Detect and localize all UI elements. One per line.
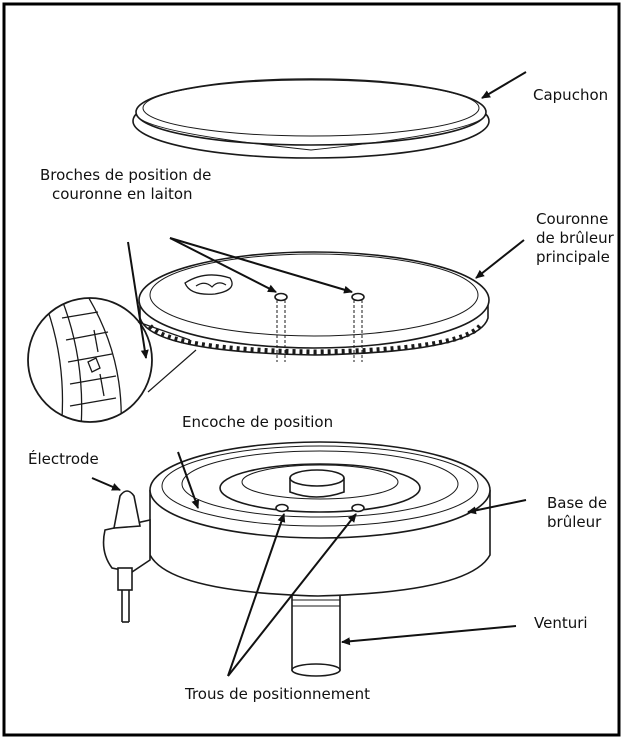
label-electrode: Électrode	[28, 450, 99, 468]
label-capuchon: Capuchon	[533, 86, 609, 104]
arrow-cap	[481, 71, 527, 99]
arrow-holes-right	[227, 513, 357, 677]
arrow-pins-left	[169, 237, 277, 293]
label-base-line2: brûleur	[547, 513, 602, 531]
arrows	[91, 71, 527, 677]
arrow-notch	[177, 451, 200, 509]
cap-drawing	[132, 78, 490, 159]
label-couronne-line2: de brûleur	[536, 229, 614, 247]
label-base-line1: Base de	[547, 494, 608, 512]
arrow-base	[467, 499, 527, 515]
arrow-crown	[475, 239, 525, 279]
arrow-electrode	[91, 477, 121, 491]
label-couronne: Couronne de brûleur principale	[536, 210, 622, 267]
label-venturi: Venturi	[534, 614, 588, 632]
label-encoche: Encoche de position	[182, 413, 334, 431]
arrow-zoom	[127, 241, 149, 359]
label-brass-pins-line2: couronne en laiton	[52, 185, 193, 203]
label-base: Base de brûleur	[547, 494, 619, 532]
label-couronne-line3: principale	[536, 248, 610, 266]
label-brass-pins-line1: Broches de position de	[40, 166, 212, 184]
arrow-venturi	[341, 625, 517, 646]
label-brass-pins: Broches de position de couronne en laito…	[40, 166, 240, 204]
arrow-pins-right	[169, 237, 353, 294]
base-drawing	[102, 441, 491, 677]
arrow-holes-left	[227, 513, 286, 677]
label-couronne-line1: Couronne	[536, 210, 609, 228]
zoom-detail-circle	[27, 297, 197, 423]
crown-drawing	[138, 251, 490, 362]
label-trous: Trous de positionnement	[185, 685, 370, 703]
